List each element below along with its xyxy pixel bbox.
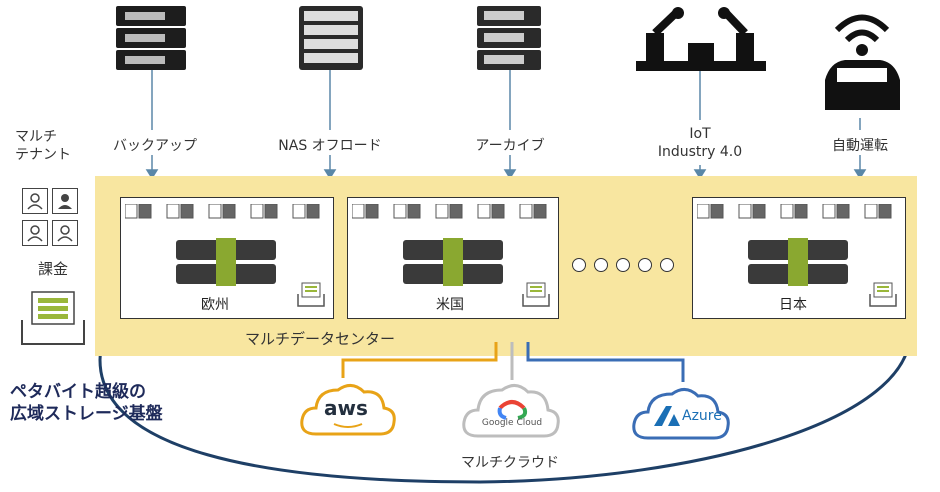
- multicloud-label: マルチクラウド: [461, 455, 559, 471]
- multitenant-label: マルチ テナント: [15, 129, 71, 163]
- ellipsis-dot: [572, 258, 586, 272]
- storage-appliance-icon: [748, 238, 848, 286]
- source-label-nas: NAS オフロード: [278, 138, 382, 154]
- petabyte-storage-title: ペタバイト超級の 広域ストレージ基盤: [10, 382, 163, 424]
- datacenter-name: 欧州: [201, 297, 229, 313]
- user-icons-row: [125, 204, 320, 219]
- azure-cloud-icon: Azure: [630, 382, 734, 448]
- aws-cloud-icon: aws: [298, 378, 398, 444]
- more-datacenters-dots: [572, 258, 674, 272]
- aws-label: aws: [324, 396, 368, 420]
- google-cloud-label: Google Cloud: [481, 418, 543, 428]
- user-icon: [22, 220, 48, 246]
- tenant-users-grid: [22, 188, 78, 246]
- source-label-archive: アーカイブ: [475, 138, 545, 154]
- archive-server-icon: [476, 5, 542, 75]
- ellipsis-dot: [616, 258, 630, 272]
- azure-label: Azure: [682, 408, 722, 424]
- source-label-backup: バックアップ: [113, 138, 197, 154]
- nas-server-icon: [298, 5, 364, 75]
- user-icons-row: [352, 204, 547, 219]
- billing-tray-icon: [869, 282, 897, 307]
- connected-car-icon: [815, 0, 910, 122]
- ellipsis-dot: [594, 258, 608, 272]
- multi-datacenter-label: マルチデータセンター: [244, 330, 395, 348]
- storage-appliance-icon: [403, 238, 503, 286]
- billing-tray-icon: [522, 282, 550, 307]
- user-icon: [52, 188, 78, 214]
- datacenter-name: 日本: [779, 297, 807, 313]
- ellipsis-dot: [638, 258, 652, 272]
- source-label-autonomous: 自動運転: [832, 138, 888, 154]
- server-rack-icon: [115, 5, 187, 75]
- google-cloud-icon: Google Cloud: [460, 378, 564, 446]
- robot-arm-icon: [636, 5, 766, 75]
- user-icon: [52, 220, 78, 246]
- datacenter-name: 米国: [436, 297, 464, 313]
- datacenter-europe: 欧州: [120, 197, 334, 319]
- user-icons-row: [697, 204, 892, 219]
- storage-appliance-icon: [176, 238, 276, 286]
- user-icon: [22, 188, 48, 214]
- billing-label: 課金: [37, 260, 68, 278]
- datacenter-japan: 日本: [692, 197, 906, 319]
- billing-tray-icon: [297, 282, 325, 307]
- billing-tray-icon: [20, 290, 86, 350]
- source-label-iot: IoT Industry 4.0: [657, 126, 743, 160]
- datacenter-us: 米国: [347, 197, 559, 319]
- ellipsis-dot: [660, 258, 674, 272]
